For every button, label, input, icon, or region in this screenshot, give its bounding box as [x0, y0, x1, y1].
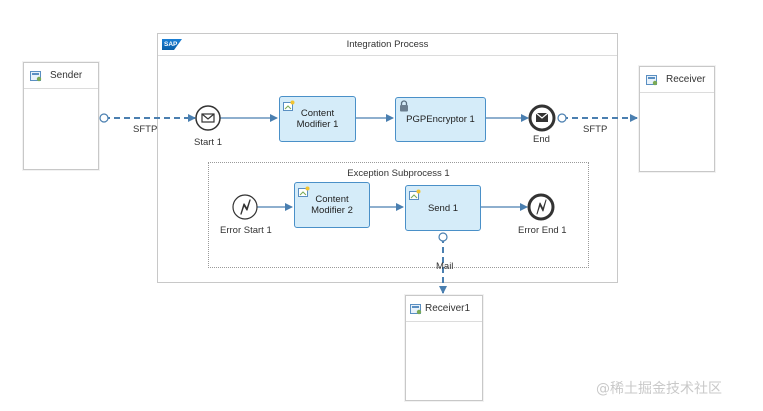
- receiver-label: Receiver: [666, 74, 706, 85]
- receiver1-label: Receiver1: [425, 303, 471, 314]
- send-icon: [409, 189, 421, 200]
- pgp-encryptor-task[interactable]: PGPEncryptor 1: [395, 97, 486, 142]
- start-event-label: Start 1: [194, 137, 222, 148]
- lightning-icon: [240, 199, 251, 215]
- pool-header: SAP Integration Process: [158, 34, 617, 56]
- content-modifier-icon: [283, 100, 295, 111]
- receiver-participant[interactable]: Receiver: [639, 66, 715, 172]
- content-modifier-1-task[interactable]: Content Modifier 1: [279, 96, 356, 142]
- lock-icon: [400, 100, 408, 112]
- content-modifier-2-task[interactable]: Content Modifier 2: [294, 182, 370, 228]
- error-start-label: Error Start 1: [220, 225, 272, 236]
- send-label: Send 1: [427, 202, 459, 214]
- envelope-filled-icon: [535, 112, 549, 122]
- pool-title: Integration Process: [346, 39, 429, 50]
- message-flow-sender[interactable]: [99, 113, 196, 123]
- receiver-adapter-label: SFTP: [583, 124, 608, 135]
- content-modifier-icon: [298, 186, 310, 197]
- lightning-filled-icon: [536, 199, 547, 215]
- sender-label: Sender: [50, 70, 83, 81]
- content-modifier-1-label: Content Modifier 1: [296, 108, 339, 130]
- envelope-icon: [201, 113, 215, 123]
- sender-adapter-label: SFTP: [133, 124, 158, 135]
- end-message-event[interactable]: [528, 104, 556, 132]
- exception-subprocess[interactable]: Exception Subprocess 1: [208, 162, 589, 268]
- end-event-label: End: [533, 134, 550, 145]
- start-message-event[interactable]: [195, 105, 221, 131]
- receiver-header: Receiver: [640, 67, 714, 93]
- integration-process-pool[interactable]: SAP Integration Process: [157, 33, 618, 283]
- subprocess-title: Exception Subprocess 1: [347, 168, 450, 179]
- receiver1-header: Receiver1: [406, 296, 482, 322]
- watermark: @稀土掘金技术社区: [596, 381, 722, 397]
- sap-logo-icon: SAP: [162, 39, 182, 50]
- receiver1-participant[interactable]: Receiver1: [405, 295, 483, 401]
- sender-participant[interactable]: Sender: [23, 62, 99, 170]
- sender-header: Sender: [24, 63, 98, 89]
- send-task[interactable]: Send 1: [405, 185, 481, 231]
- participant-icon: [30, 70, 42, 81]
- message-flow-mail[interactable]: [438, 232, 448, 294]
- pgp-encryptor-label: PGPEncryptor 1: [406, 114, 475, 125]
- content-modifier-2-label: Content Modifier 2: [311, 194, 353, 216]
- error-start-event[interactable]: [232, 194, 258, 220]
- mail-adapter-label: Mail: [436, 261, 454, 272]
- message-flow-receiver[interactable]: [557, 113, 638, 123]
- error-end-event[interactable]: [527, 193, 555, 221]
- participant-icon: [410, 303, 422, 314]
- error-end-label: Error End 1: [518, 225, 567, 236]
- participant-icon: [646, 74, 658, 85]
